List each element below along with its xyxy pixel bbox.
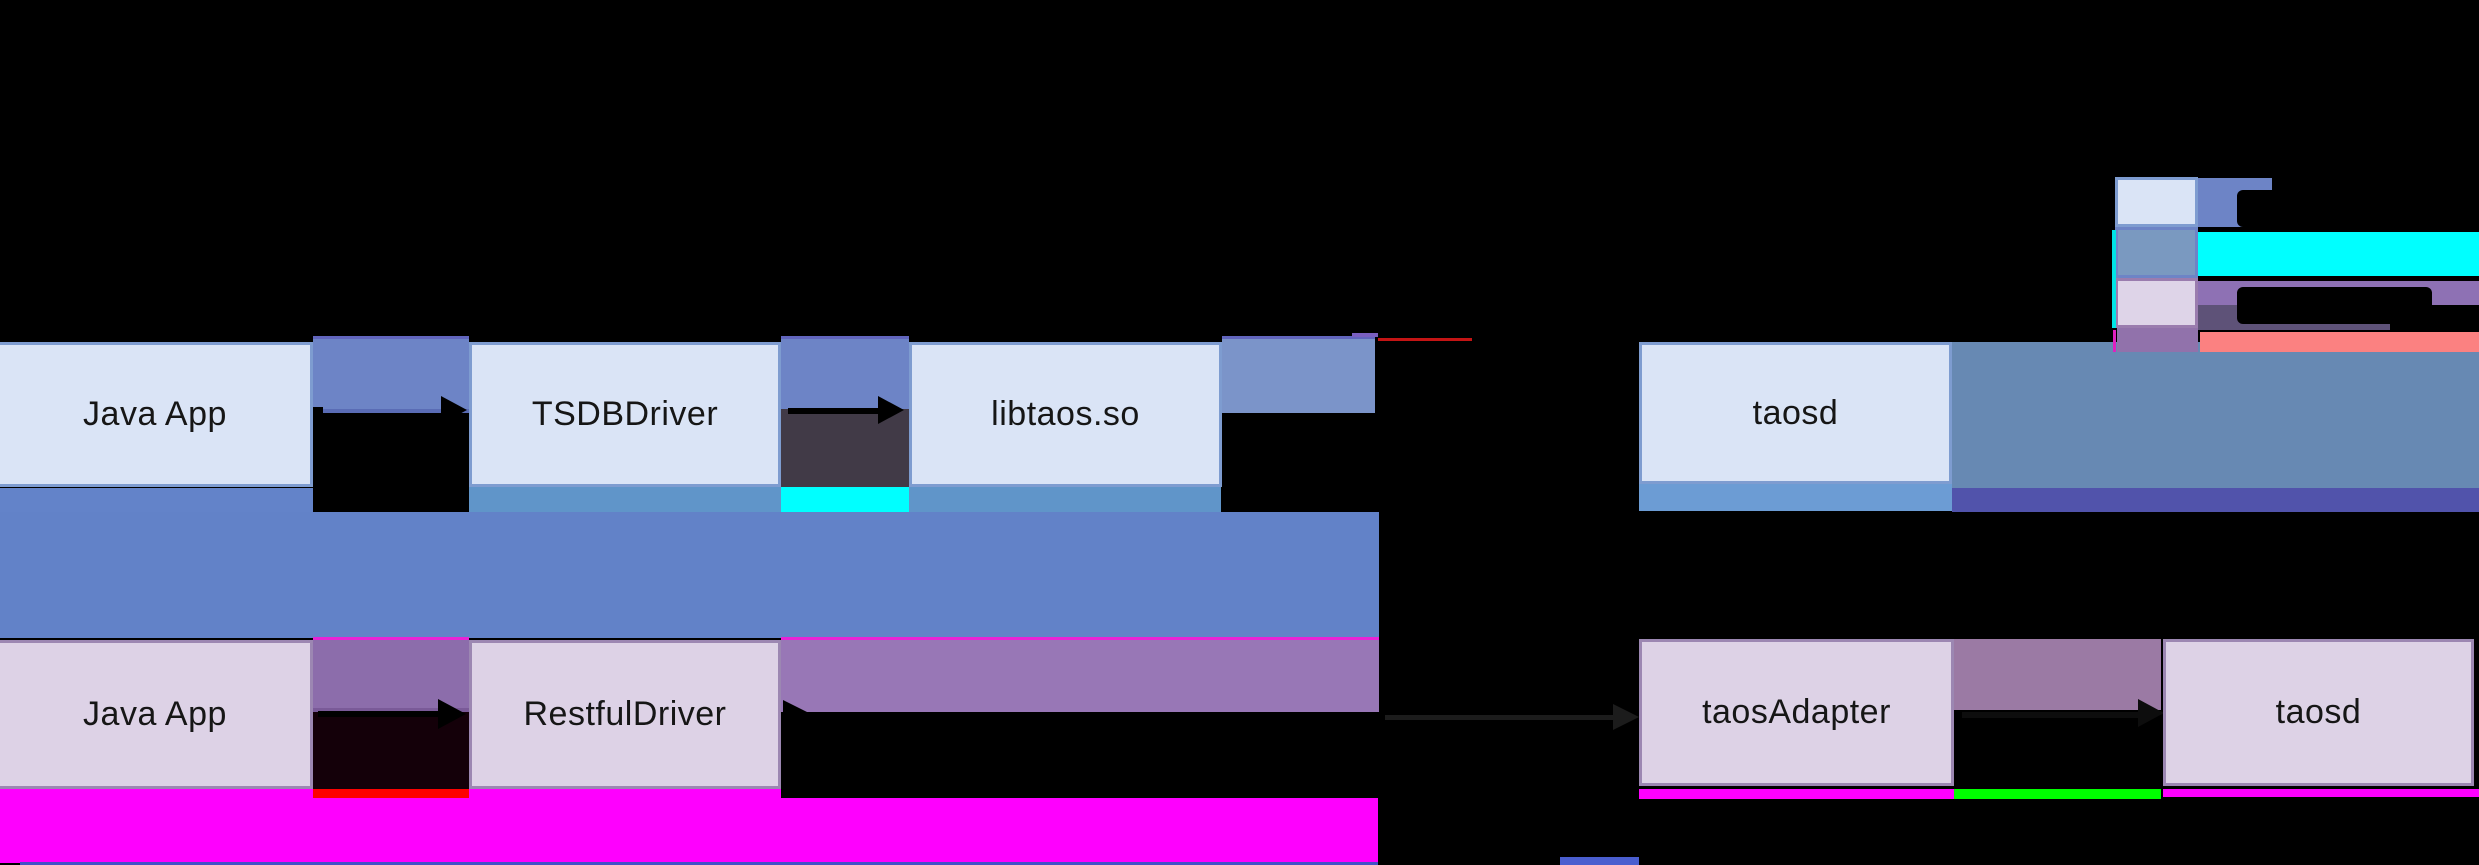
jni-tsdbdriver-node: TSDBDriver bbox=[469, 342, 781, 487]
node-label: taosd bbox=[2275, 693, 2362, 731]
node-label: libtaos.so bbox=[991, 395, 1140, 433]
arrow-right-icon bbox=[441, 396, 467, 424]
arrow-right-icon bbox=[783, 700, 807, 724]
legend-swatch-1 bbox=[2115, 177, 2198, 227]
jni-connector-bar-3 bbox=[1222, 336, 1375, 413]
restful-restfuldriver-node: RestfulDriver bbox=[469, 640, 781, 789]
legend-bar-2 bbox=[2198, 232, 2479, 276]
navy-bottom-line bbox=[20, 862, 1378, 865]
red-dash-line bbox=[1378, 338, 1472, 341]
strip-under-taosd bbox=[1639, 484, 1952, 511]
node-label: taosAdapter bbox=[1702, 693, 1891, 731]
magenta-patch-mid bbox=[469, 789, 781, 799]
arrow-right-icon bbox=[1613, 704, 1639, 730]
arrow-right-icon bbox=[878, 396, 904, 424]
arrow-line bbox=[1962, 712, 2142, 718]
node-label: Java App bbox=[83, 695, 227, 733]
purple-edge-line bbox=[1352, 333, 1378, 337]
node-label: RestfulDriver bbox=[523, 695, 727, 733]
magenta-patch-left bbox=[0, 789, 313, 799]
node-label: taosd bbox=[1752, 393, 1839, 432]
legend-swatch-2 bbox=[2115, 227, 2198, 278]
pink-line-1 bbox=[313, 637, 469, 640]
magenta-band bbox=[0, 798, 1378, 863]
arrow-right-icon bbox=[313, 407, 323, 414]
indigo-strip bbox=[1952, 488, 2479, 512]
pink-line-2 bbox=[781, 637, 1379, 640]
purple-band bbox=[781, 640, 1379, 712]
strip-under-java-app bbox=[0, 488, 313, 512]
blue-band bbox=[0, 512, 1379, 638]
strip-under-libtaos bbox=[909, 487, 1221, 512]
restful-connector-bar-2 bbox=[1954, 639, 2161, 710]
arrow-line bbox=[788, 408, 880, 414]
jni-libtaos-node: libtaos.so bbox=[909, 342, 1222, 487]
red-highlight-strip bbox=[313, 789, 470, 798]
node-label: Java App bbox=[83, 395, 227, 433]
legend-row4-purple-block bbox=[2117, 328, 2198, 352]
arrow-line bbox=[318, 711, 440, 717]
arrow-right-icon bbox=[438, 699, 466, 729]
legend-bar-4-salmon bbox=[2200, 332, 2479, 352]
jni-java-app-node: Java App bbox=[0, 342, 313, 487]
navy-bottom-fragment bbox=[1560, 857, 1639, 865]
jni-connector-bar-1 bbox=[313, 336, 469, 413]
right-steel-rect bbox=[1952, 342, 2479, 488]
legend-edge-sliver-cyan bbox=[2112, 230, 2116, 328]
jni-taosd-node: taosd bbox=[1639, 342, 1952, 484]
legend-swatch-3 bbox=[2115, 278, 2198, 328]
legend-label-blob-3 bbox=[2237, 287, 2432, 324]
restful-taosd-node: taosd bbox=[2163, 639, 2474, 786]
restful-java-app-node: Java App bbox=[0, 640, 313, 789]
cyan-highlight-strip bbox=[781, 487, 909, 512]
arrow-right-icon bbox=[2138, 699, 2164, 727]
arrow-line-faint bbox=[1385, 715, 1615, 720]
restful-taosadapter-node: taosAdapter bbox=[1639, 639, 1954, 786]
magenta-strip-under-taosd bbox=[2163, 789, 2479, 797]
node-label: TSDBDriver bbox=[531, 395, 719, 433]
green-highlight-strip bbox=[1954, 789, 2161, 799]
legend-label-blob-1 bbox=[2237, 190, 2357, 227]
magenta-strip-under-taosadapter bbox=[1639, 789, 1954, 799]
strip-under-tsdbdriver bbox=[469, 487, 781, 512]
legend-edge-sliver-magenta bbox=[2113, 330, 2116, 352]
